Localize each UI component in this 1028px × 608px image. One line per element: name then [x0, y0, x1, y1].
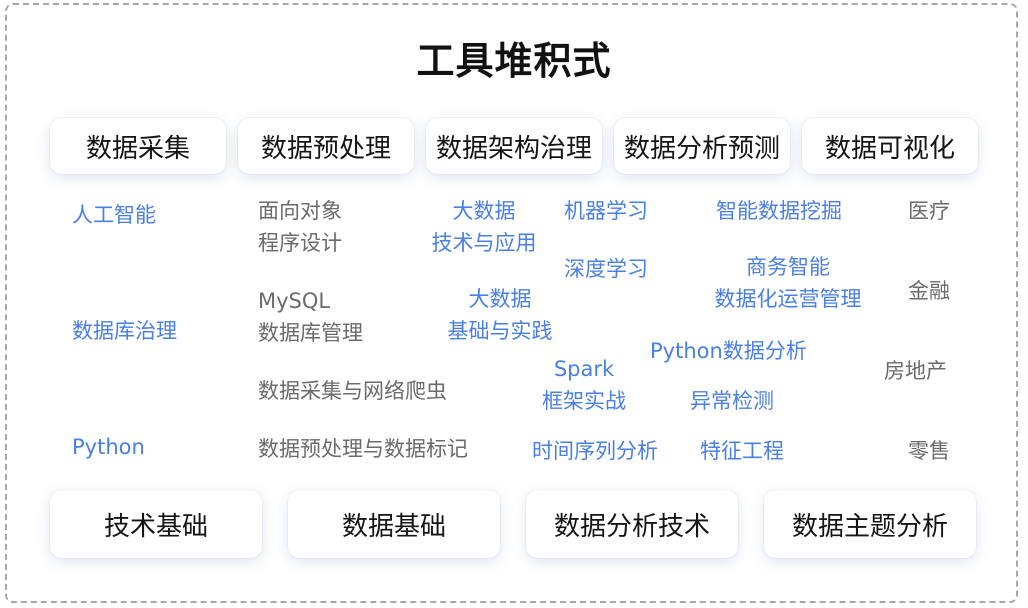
topic-real-estate: 房地产 — [884, 359, 947, 383]
tech-database-governance: 数据库治理 — [72, 319, 177, 343]
category-data-visualization: 数据可视化 — [802, 118, 978, 174]
topic-finance: 金融 — [908, 279, 950, 303]
category-data-architecture: 数据架构治理 — [426, 118, 602, 174]
analysis-data-mining: 智能数据挖掘 — [716, 199, 842, 223]
analysis-bigdata-basics-line2: 基础与实践 — [447, 319, 553, 343]
category-data-foundation: 数据基础 — [288, 490, 500, 558]
tech-ai: 人工智能 — [72, 203, 156, 227]
analysis-bigdata-basics-line1: 大数据 — [468, 287, 532, 311]
category-topic-analysis: 数据主题分析 — [764, 490, 976, 558]
topic-healthcare: 医疗 — [908, 199, 950, 223]
foundation-mysql-line2: 数据库管理 — [258, 321, 363, 345]
analysis-machine-learning: 机器学习 — [564, 199, 648, 223]
analysis-deep-learning: 深度学习 — [564, 257, 648, 281]
analysis-spark-line1: Spark — [553, 357, 615, 381]
foundation-oop-line1: 面向对象 — [258, 199, 342, 223]
foundation-mysql-line1: MySQL — [258, 289, 331, 313]
analysis-spark-line2: 框架实战 — [542, 389, 626, 413]
category-data-preprocessing: 数据预处理 — [238, 118, 414, 174]
analysis-business-intel-line2: 数据化运营管理 — [714, 287, 862, 311]
analysis-feature-engineering: 特征工程 — [700, 439, 784, 463]
category-analysis-technology: 数据分析技术 — [526, 490, 738, 558]
foundation-crawler: 数据采集与网络爬虫 — [258, 379, 447, 403]
category-technology-foundation: 技术基础 — [50, 490, 262, 558]
analysis-python-analysis: Python数据分析 — [650, 339, 807, 363]
analysis-bigdata-tech-line1: 大数据 — [452, 199, 516, 223]
category-data-analysis-prediction: 数据分析预测 — [614, 118, 790, 174]
analysis-business-intel-line1: 商务智能 — [746, 255, 830, 279]
analysis-bigdata-tech-line2: 技术与应用 — [431, 231, 537, 255]
analysis-anomaly-detection: 异常检测 — [690, 389, 774, 413]
diagram-title: 工具堆积式 — [416, 39, 612, 83]
analysis-time-series: 时间序列分析 — [532, 439, 658, 463]
foundation-oop-line2: 程序设计 — [258, 231, 342, 255]
foundation-preprocess-label: 数据预处理与数据标记 — [258, 437, 468, 461]
category-data-collection: 数据采集 — [50, 118, 226, 174]
topic-retail: 零售 — [908, 439, 950, 463]
tech-python: Python — [72, 435, 145, 459]
